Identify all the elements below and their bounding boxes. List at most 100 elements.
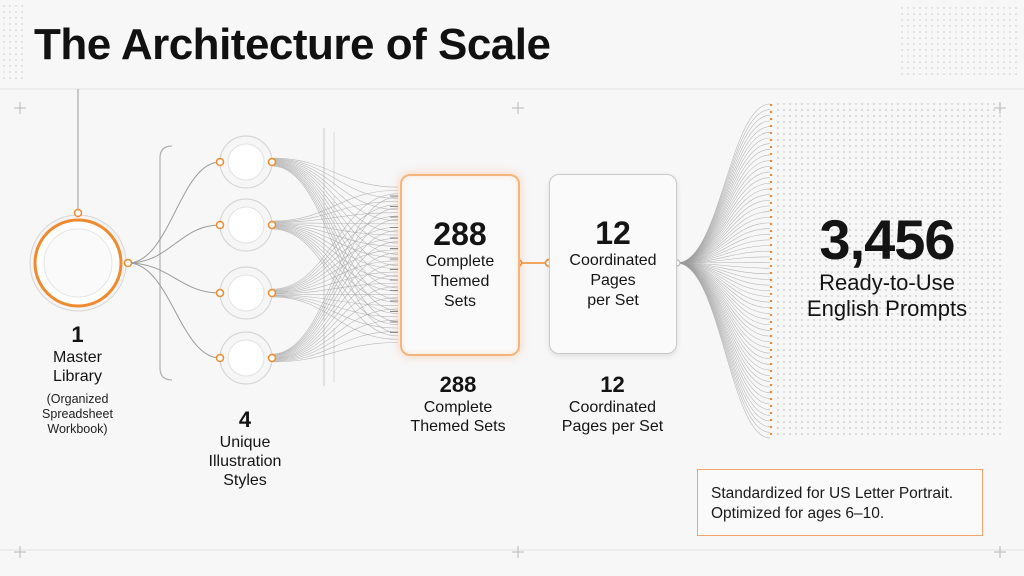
dot	[843, 301, 845, 303]
dot	[891, 409, 893, 411]
dot	[957, 421, 959, 423]
dot	[879, 373, 881, 375]
dot	[849, 289, 851, 291]
dot	[843, 433, 845, 435]
dot	[925, 67, 927, 69]
dot	[933, 229, 935, 231]
dot	[951, 181, 953, 183]
dot	[807, 139, 809, 141]
dot	[957, 217, 959, 219]
dot	[777, 265, 779, 267]
dot	[813, 187, 815, 189]
dot	[985, 25, 987, 27]
dot	[891, 283, 893, 285]
dot	[901, 31, 903, 33]
dot	[807, 109, 809, 111]
dot	[861, 193, 863, 195]
dot	[861, 247, 863, 249]
dot	[879, 211, 881, 213]
dot	[807, 325, 809, 327]
dot	[967, 43, 969, 45]
dot	[921, 121, 923, 123]
dot	[951, 331, 953, 333]
dot	[921, 385, 923, 387]
dot	[861, 289, 863, 291]
dot	[813, 163, 815, 165]
dot	[985, 49, 987, 51]
dot	[939, 187, 941, 189]
dot	[939, 157, 941, 159]
dot	[933, 385, 935, 387]
dot	[837, 349, 839, 351]
dot	[813, 331, 815, 333]
dot	[903, 355, 905, 357]
dot	[867, 103, 869, 105]
dot	[933, 175, 935, 177]
dot	[933, 289, 935, 291]
style-port-in	[215, 353, 225, 363]
dot	[879, 193, 881, 195]
cross-mark	[994, 546, 1006, 558]
dot	[825, 187, 827, 189]
dot	[885, 145, 887, 147]
dot	[855, 157, 857, 159]
dot	[777, 229, 779, 231]
dot	[973, 7, 975, 9]
dot	[879, 301, 881, 303]
dot	[867, 421, 869, 423]
dot	[969, 295, 971, 297]
dot	[993, 223, 995, 225]
dot	[993, 349, 995, 351]
dot	[909, 409, 911, 411]
dot	[933, 403, 935, 405]
dot	[951, 427, 953, 429]
dot	[861, 217, 863, 219]
dot	[921, 157, 923, 159]
dot	[891, 211, 893, 213]
dot	[903, 319, 905, 321]
dot	[967, 13, 969, 15]
pages-count: 12	[595, 215, 631, 251]
dot	[789, 121, 791, 123]
master-label-line2: Library	[53, 368, 102, 385]
dot	[789, 175, 791, 177]
dot	[831, 343, 833, 345]
dot	[975, 259, 977, 261]
dot	[933, 211, 935, 213]
dot	[861, 187, 863, 189]
dot	[867, 181, 869, 183]
dot	[909, 139, 911, 141]
dot	[831, 271, 833, 273]
dot	[855, 169, 857, 171]
dot	[837, 217, 839, 219]
dot	[885, 361, 887, 363]
dot	[867, 355, 869, 357]
dot	[903, 121, 905, 123]
dot	[801, 409, 803, 411]
dot	[969, 187, 971, 189]
dot	[939, 199, 941, 201]
dot	[903, 253, 905, 255]
dot	[927, 385, 929, 387]
dot	[949, 37, 951, 39]
dot	[967, 19, 969, 21]
dot	[945, 307, 947, 309]
dot	[831, 397, 833, 399]
dot	[777, 319, 779, 321]
dot	[951, 391, 953, 393]
dot	[921, 247, 923, 249]
dot	[873, 109, 875, 111]
dot	[873, 391, 875, 393]
dot	[979, 73, 981, 75]
dot	[981, 367, 983, 369]
dot	[951, 403, 953, 405]
dot	[921, 271, 923, 273]
dot	[813, 127, 815, 129]
dot	[849, 331, 851, 333]
dot	[885, 289, 887, 291]
dot	[873, 277, 875, 279]
dot	[985, 7, 987, 9]
dot	[861, 349, 863, 351]
dot	[909, 199, 911, 201]
dot	[975, 343, 977, 345]
